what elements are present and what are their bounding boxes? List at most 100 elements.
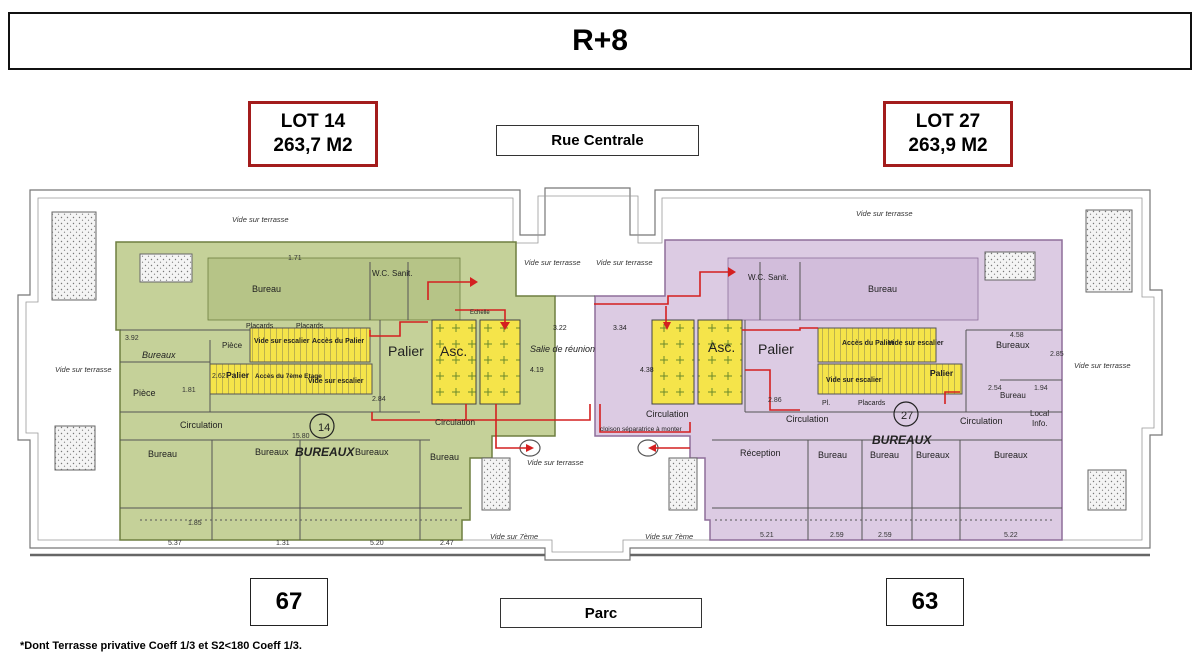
lot-27-number: 27 <box>901 410 913 422</box>
label-palier-right: Palier <box>758 341 794 357</box>
terrace-label-mid-left: Vide sur terrasse <box>524 258 581 267</box>
lot-27-name: LOT 27 <box>915 111 981 132</box>
room-bureau-b2-right: Bureau <box>870 450 899 460</box>
room-bureaux-left: Bureaux <box>142 350 176 360</box>
column-circles <box>519 439 659 457</box>
room-bureau-b2-left: Bureaux <box>255 447 289 457</box>
dim-right-8: 5.22 <box>1004 532 1018 539</box>
room-pl-right: Pl. <box>822 400 830 407</box>
dim-center-0: 3.22 <box>553 325 567 332</box>
lot-14-area: 263,7 M2 <box>273 135 353 156</box>
label-palier-left: Palier <box>388 343 424 359</box>
room-sanit-left: Sanit. <box>392 269 412 278</box>
count-right: 63 <box>886 578 964 626</box>
elevator-shafts <box>431 319 743 405</box>
label-palier-small-left: Palier <box>226 370 250 380</box>
terrace-label-mid-right: Vide sur terrasse <box>596 258 653 267</box>
building-outline <box>17 187 1163 561</box>
room-piece-left: Pièce <box>222 341 243 350</box>
room-bureau-b3-left: Bureaux <box>355 447 389 457</box>
room-placards-left-2: Placards <box>296 323 324 330</box>
route-arrows <box>470 267 736 452</box>
lot-27-label: LOT 27 263,9 M2 <box>883 101 1013 167</box>
room-piece-left-2: Pièce <box>133 388 156 398</box>
terrace-label-bottom-right: Vide sur 7ème <box>645 532 693 541</box>
room-circulation-right: Circulation <box>786 414 829 424</box>
dim-center-1: 3.34 <box>613 325 627 332</box>
dim-right-3: 1.94 <box>1034 385 1048 392</box>
dim-right-1: 2.85 <box>1050 351 1064 358</box>
dim-left-8: 1.31 <box>276 540 290 547</box>
dim-left-4: 2.84 <box>372 396 386 403</box>
room-placards-right: Placards <box>858 400 886 407</box>
label-cloison: cloison séparatrice à monter <box>600 426 682 433</box>
room-circulation-center: Circulation <box>646 409 689 419</box>
lot-14-name: LOT 14 <box>280 111 346 132</box>
dim-center-3: 4.38 <box>640 367 654 374</box>
label-acces-palier-left: Accès du Palier <box>312 338 364 345</box>
terrace-label-top-left: Vide sur terrasse <box>232 215 289 224</box>
dim-center-2: 4.19 <box>530 367 544 374</box>
label-palier-small-right: Palier <box>930 368 954 378</box>
lot-27-zone-label: BUREAUX <box>872 433 932 447</box>
dim-left-6: 1.85 <box>188 520 202 527</box>
room-bureau-b4-right: Bureaux <box>994 450 1028 460</box>
staircases <box>209 327 963 395</box>
terrace-label-right: Vide sur terrasse <box>1074 361 1131 370</box>
room-bureau-b3-right: Bureaux <box>916 450 950 460</box>
dim-left-3: 2.62 <box>212 373 226 380</box>
footnote: *Dont Terrasse privative Coeff 1/3 et S2… <box>20 640 302 652</box>
lot-14-number: 14 <box>318 422 330 434</box>
room-wc-left: W.C. <box>372 269 389 278</box>
room-bureaux-right: Bureaux <box>996 340 1030 350</box>
label-acces-7-left: Accès du 7ème Etage <box>255 373 322 380</box>
dim-left-10: 2.47 <box>440 540 454 547</box>
interior-walls <box>120 262 1062 540</box>
label-asc-right: Asc. <box>708 339 735 355</box>
room-bureau-b1-right: Bureau <box>818 450 847 460</box>
dim-right-4: 2.86 <box>768 397 782 404</box>
dim-left-1: 3.92 <box>125 335 139 342</box>
count-left: 67 <box>250 578 328 626</box>
dim-right-7: 2.59 <box>878 532 892 539</box>
dim-right-2: 2.54 <box>988 385 1002 392</box>
lot-14-zone-label: BUREAUX <box>295 445 355 459</box>
dim-right-5: 5.21 <box>760 532 774 539</box>
room-sanit-right: Sanit. <box>768 273 788 282</box>
lot-27-area: 263,9 M2 <box>908 135 988 156</box>
lot-circles <box>309 401 919 439</box>
terrace-label-bottom-center: Vide sur terrasse <box>527 458 584 467</box>
route-lines <box>369 271 960 449</box>
terrace-hatches <box>51 209 1133 511</box>
room-bureau-top-right: Bureau <box>868 284 897 294</box>
dim-left-2: 1.81 <box>182 387 196 394</box>
dim-left-9: 5.20 <box>370 540 384 547</box>
lot-14-label: LOT 14 263,7 M2 <box>248 101 378 167</box>
dim-right-0: 4.58 <box>1010 332 1024 339</box>
room-bureau-r1-right: Bureau <box>1000 391 1026 400</box>
room-bureau-b1-left: Bureau <box>148 449 177 459</box>
label-vide-escalier-right-2: Vide sur escalier <box>826 377 882 384</box>
room-wc-right: W.C. <box>748 273 765 282</box>
room-circulation-right-2: Circulation <box>960 416 1003 426</box>
room-circulation-left: Circulation <box>180 420 223 430</box>
label-asc-left: Asc. <box>440 343 467 359</box>
dim-left-0: 1.71 <box>288 255 302 262</box>
room-bureau-top-left: Bureau <box>252 284 281 294</box>
room-local-right: Local <box>1030 409 1049 418</box>
room-info-right: Info. <box>1032 419 1048 428</box>
dim-right-6: 2.59 <box>830 532 844 539</box>
room-bureau-b4-left: Bureau <box>430 452 459 462</box>
page-title: R+8 <box>8 12 1192 70</box>
terrace-label-bottom-left: Vide sur 7ème <box>490 532 538 541</box>
label-echelle: Echelle <box>470 310 490 316</box>
terrace-label-left: Vide sur terrasse <box>55 365 112 374</box>
label-vide-escalier-right: Vide sur escalier <box>888 340 944 347</box>
room-reception-right: Réception <box>740 448 781 458</box>
label-acces-palier-right: Accès du Palier <box>842 340 894 347</box>
street-bottom-label: Parc <box>500 598 702 628</box>
street-top-label: Rue Centrale <box>496 125 699 156</box>
terrace-label-top-right: Vide sur terrasse <box>856 209 913 218</box>
dim-left-5: 15.80 <box>292 433 310 440</box>
